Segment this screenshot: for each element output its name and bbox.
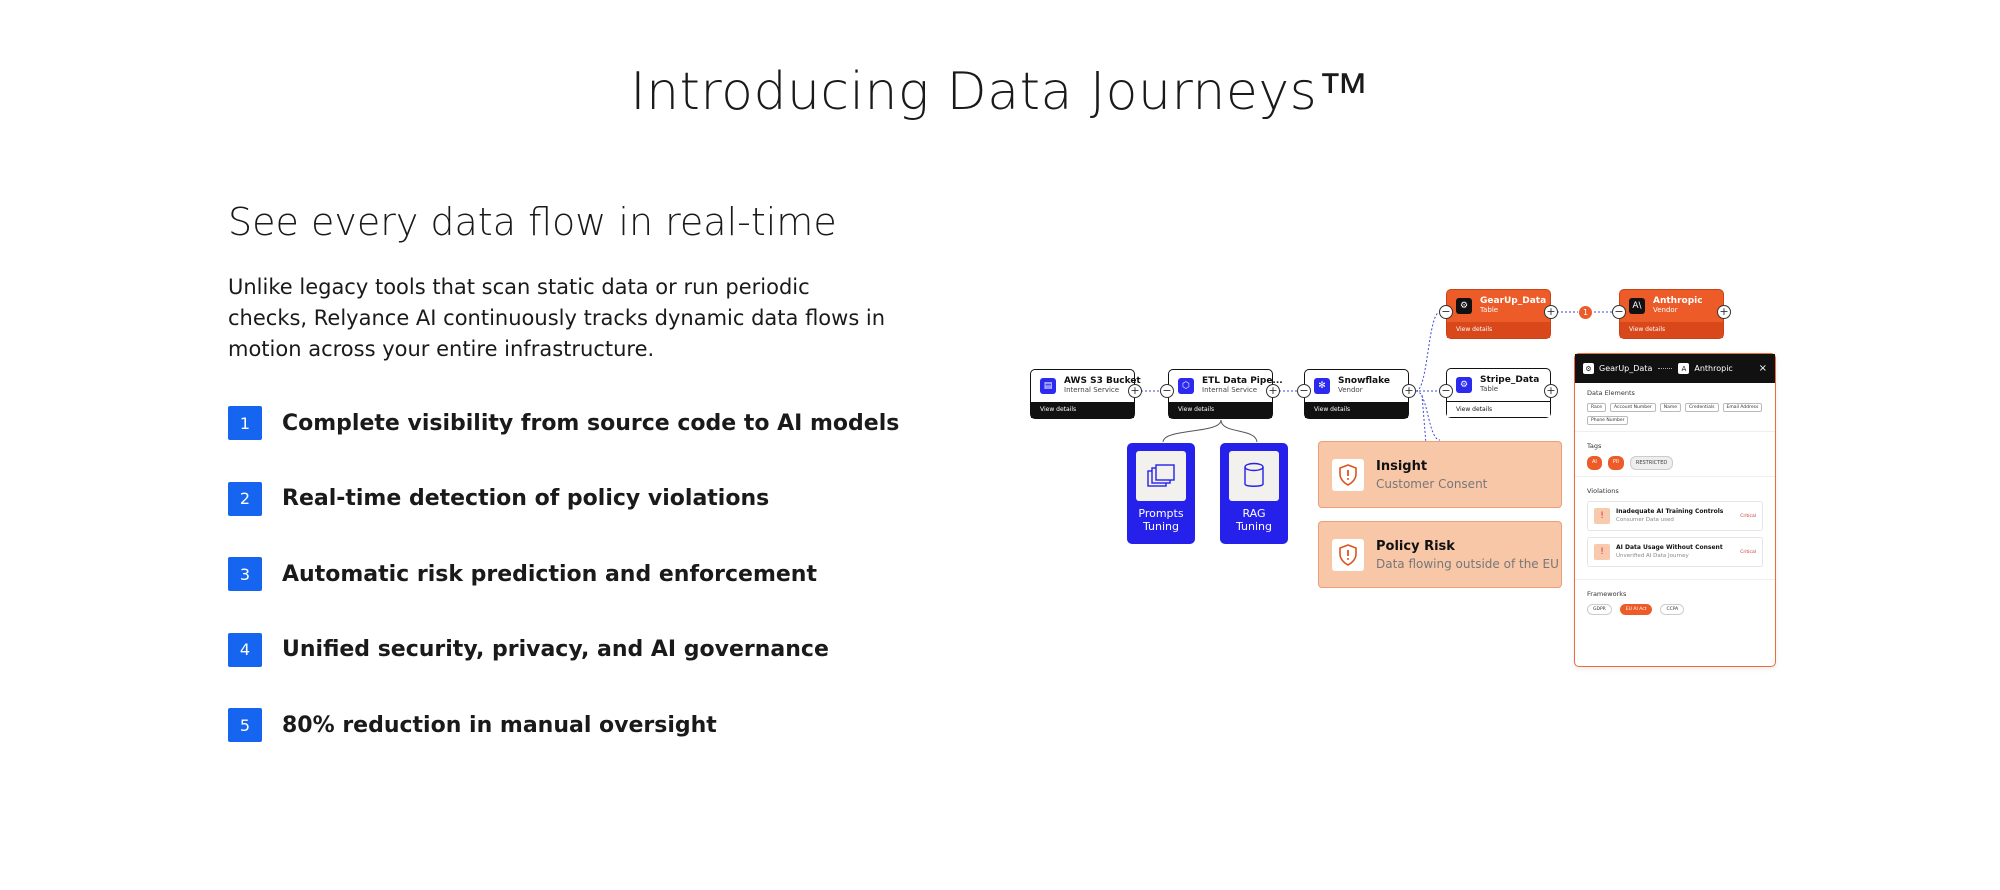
view-details-link[interactable]: View details: [1620, 322, 1723, 338]
gear-icon: ⚙: [1456, 377, 1472, 393]
feature-text: 80% reduction in manual oversight: [282, 712, 717, 738]
severity-label: Critical: [1740, 513, 1756, 519]
section-subtitle: See every data flow in real-time: [228, 200, 837, 244]
expand-plus-button[interactable]: +: [1544, 384, 1558, 398]
dotted-connector: [1658, 368, 1673, 369]
gear-icon: ⚙: [1583, 363, 1594, 374]
intro-paragraph: Unlike legacy tools that scan static dat…: [228, 275, 886, 361]
feature-number-badge: 4: [228, 632, 262, 667]
stacked-pages-icon: [1136, 451, 1186, 501]
tags-section: Tags AI PII RESTRICTED: [1575, 432, 1775, 477]
feature-number-badge: 1: [228, 406, 262, 440]
panel-header: ⚙ GearUp_Data A Anthropic ×: [1575, 354, 1775, 383]
tag-chip[interactable]: AI: [1587, 456, 1602, 470]
page-title: Introducing Data Journeys™: [630, 62, 1370, 122]
data-elements-section: Data Elements Race Account Number Name C…: [1575, 383, 1775, 432]
database-icon: [1229, 451, 1279, 501]
frameworks-section: Frameworks GDPR EU AI Act CCPA: [1575, 580, 1775, 621]
view-details-link[interactable]: View details: [1447, 401, 1550, 417]
view-details-link[interactable]: View details: [1305, 402, 1408, 418]
feature-item: 1 Complete visibility from source code t…: [228, 406, 899, 440]
collapse-minus-button[interactable]: −: [1439, 384, 1453, 398]
cube-icon: ⬡: [1178, 378, 1194, 394]
snowflake-icon: ✻: [1314, 378, 1330, 394]
feature-number-badge: 5: [228, 708, 262, 742]
feature-item: 5 80% reduction in manual oversight: [228, 708, 899, 742]
data-element-chip[interactable]: Credentials: [1685, 403, 1719, 412]
expand-plus-button[interactable]: +: [1717, 305, 1731, 319]
feature-text: Complete visibility from source code to …: [282, 410, 900, 436]
data-element-chip[interactable]: Account Number: [1610, 403, 1656, 412]
user-alert-icon: !: [1594, 544, 1610, 560]
anthropic-icon: A: [1678, 363, 1690, 374]
severity-label: Critical: [1740, 549, 1756, 555]
tag-chip[interactable]: RESTRICTED: [1629, 456, 1674, 470]
feature-item: 4 Unified security, privacy, and AI gove…: [228, 632, 899, 667]
feature-item: 2 Real-time detection of policy violatio…: [228, 481, 899, 516]
anthropic-icon: A\: [1629, 298, 1645, 314]
view-details-link[interactable]: View details: [1031, 402, 1134, 418]
framework-chip[interactable]: EU AI Act: [1619, 604, 1653, 615]
gear-icon: ⚙: [1456, 298, 1472, 314]
expand-plus-button[interactable]: +: [1128, 384, 1142, 398]
feature-list: 1 Complete visibility from source code t…: [228, 406, 899, 784]
collapse-minus-button[interactable]: −: [1612, 305, 1626, 319]
data-element-chip[interactable]: Phone Number: [1587, 416, 1629, 425]
data-element-chip[interactable]: Race: [1587, 403, 1607, 412]
expand-plus-button[interactable]: +: [1544, 305, 1558, 319]
feature-text: Real-time detection of policy violations: [282, 486, 770, 511]
bucket-icon: ▤: [1040, 378, 1056, 394]
feature-text: Unified security, privacy, and AI govern…: [282, 637, 829, 662]
close-icon[interactable]: ×: [1758, 363, 1767, 374]
framework-chip[interactable]: CCPA: [1660, 604, 1685, 615]
view-details-link[interactable]: View details: [1447, 322, 1550, 338]
model-card-prompts-tuning[interactable]: Prompts Tuning: [1127, 443, 1195, 544]
shield-alert-icon: [1332, 458, 1364, 491]
node-etl-pipeline[interactable]: ⬡ ETL Data Pipe...Internal Service View …: [1168, 369, 1283, 419]
data-element-chip[interactable]: Email Address: [1722, 403, 1763, 412]
feature-number-badge: 2: [228, 481, 262, 516]
shield-alert-icon: !: [1594, 508, 1610, 524]
collapse-minus-button[interactable]: −: [1160, 384, 1174, 398]
shield-alert-icon: [1332, 538, 1364, 571]
data-element-chip[interactable]: Name: [1659, 403, 1681, 412]
model-card-rag-tuning[interactable]: RAG Tuning: [1220, 443, 1288, 544]
feature-text: Automatic risk prediction and enforcemen…: [282, 561, 817, 587]
journey-detail-panel: ⚙ GearUp_Data A Anthropic × Data Element…: [1574, 353, 1776, 667]
collapse-minus-button[interactable]: −: [1297, 384, 1311, 398]
view-details-link[interactable]: View details: [1169, 402, 1272, 418]
expand-plus-button[interactable]: +: [1402, 384, 1416, 398]
framework-chip[interactable]: GDPR: [1587, 604, 1612, 615]
violations-section: Violations ! Inadequate AI Training Cont…: [1575, 477, 1775, 580]
expand-plus-button[interactable]: +: [1266, 384, 1280, 398]
collapse-minus-button[interactable]: −: [1439, 305, 1453, 319]
feature-item: 3 Automatic risk prediction and enforcem…: [228, 557, 899, 591]
feature-number-badge: 3: [228, 557, 262, 591]
tag-chip[interactable]: PII: [1607, 456, 1624, 470]
connection-count-badge[interactable]: 1: [1579, 306, 1592, 319]
